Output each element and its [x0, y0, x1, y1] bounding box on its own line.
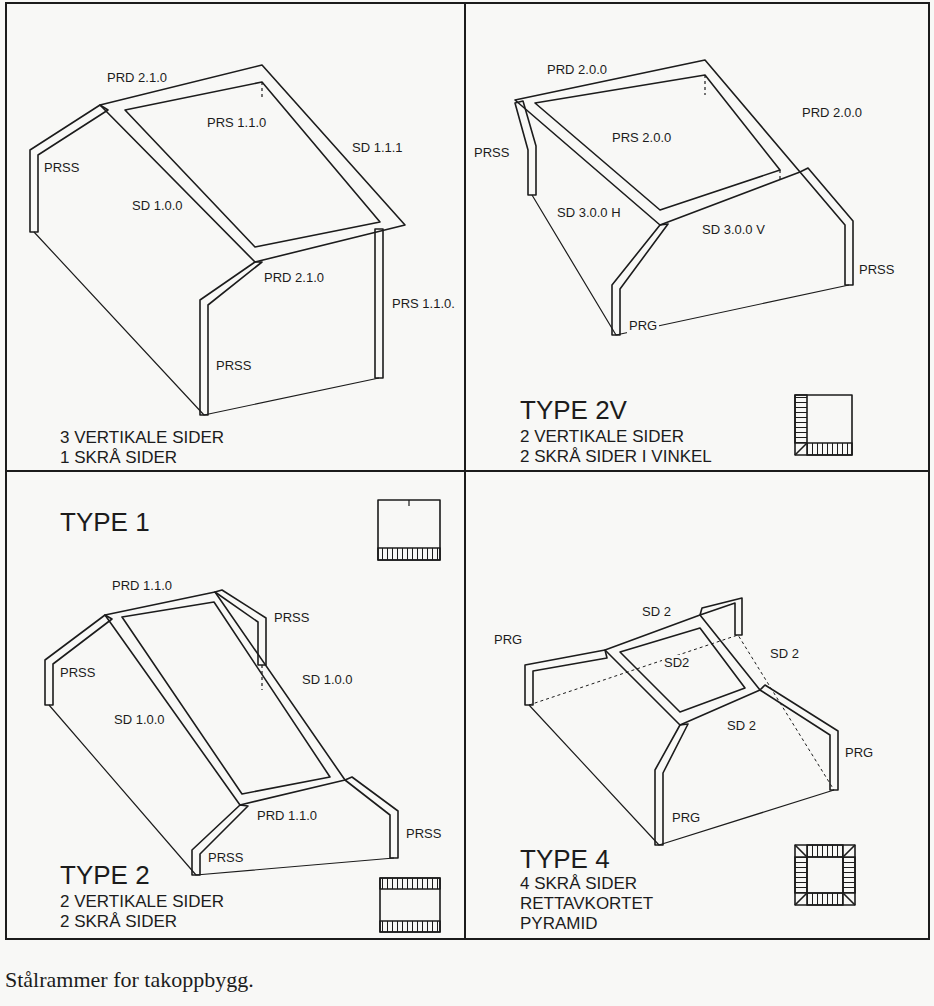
- type-description: 4 SKRÅ SIDER RETTAVKORTET PYRAMID: [520, 874, 653, 934]
- description-line: 2 SKRÅ SIDER: [60, 912, 224, 932]
- part-label: SD2: [662, 655, 691, 671]
- type2-frame: [45, 590, 398, 875]
- type1-frame: [30, 65, 405, 415]
- type-panel: TYPE 22 VERTIKALE SIDER 2 SKRÅ SIDER: [5, 470, 466, 940]
- description-line: 2 SKRÅ SIDER I VINKEL: [520, 447, 712, 467]
- part-label: SD 1.0.0: [112, 712, 167, 728]
- part-label: PRG: [843, 745, 875, 761]
- part-label: SD 2: [725, 718, 758, 734]
- type-panel: TYPE 2V2 VERTIKALE SIDER 2 SKRÅ SIDER I …: [464, 2, 930, 472]
- part-label: PRS 1.1.0: [205, 115, 268, 131]
- part-label: PRD 1.1.0: [110, 578, 174, 594]
- part-label: PRSS: [857, 262, 896, 278]
- part-label: PRSS: [272, 610, 311, 626]
- part-label: PRG: [627, 318, 659, 334]
- description-line: PYRAMID: [520, 914, 653, 934]
- type-panel: TYPE 44 SKRÅ SIDER RETTAVKORTET PYRAMID: [464, 470, 930, 940]
- type-description: 2 VERTIKALE SIDER 2 SKRÅ SIDER: [60, 892, 224, 932]
- description-line: 2 VERTIKALE SIDER: [60, 892, 224, 912]
- type4-frame: [525, 598, 838, 845]
- type-heading: TYPE 4: [520, 844, 610, 874]
- description-line: 2 VERTIKALE SIDER: [520, 427, 712, 447]
- description-line: RETTAVKORTET: [520, 894, 653, 914]
- part-label: PRSS: [472, 145, 511, 161]
- part-label: PRD 2.1.0: [105, 70, 169, 86]
- type-description: 2 VERTIKALE SIDER 2 SKRÅ SIDER I VINKEL: [520, 427, 712, 467]
- type-panel: TYPE 13 VERTIKALE SIDER 1 SKRÅ SIDER: [5, 2, 466, 472]
- part-label: SD 2: [768, 646, 801, 662]
- part-label: PRG: [670, 810, 702, 826]
- type-heading: TYPE 1: [60, 507, 150, 537]
- part-label: SD 3.0.0 V: [700, 222, 767, 238]
- part-label: PRSS: [404, 826, 443, 842]
- part-label: PRS 1.1.0.: [390, 296, 457, 312]
- type2v-frame: [515, 60, 853, 335]
- part-label: PRSS: [42, 160, 81, 176]
- description-line: 4 SKRÅ SIDER: [520, 874, 653, 894]
- plan-icon-type2: [380, 878, 440, 932]
- part-label: PRD 1.1.0: [255, 808, 319, 824]
- part-label: PRS 2.0.0: [610, 130, 673, 146]
- type-heading: TYPE 2V: [520, 395, 627, 425]
- part-label: PRD 2.0.0: [800, 105, 864, 121]
- part-label: SD 1.0.0: [300, 672, 355, 688]
- part-label: SD 1.0.0: [130, 198, 185, 214]
- part-label: PRG: [492, 632, 524, 648]
- part-label: PRSS: [206, 850, 245, 866]
- part-label: PRSS: [214, 358, 253, 374]
- part-label: SD 2: [640, 604, 673, 620]
- plan-icon-type2v: [795, 395, 852, 455]
- part-label: PRSS: [58, 665, 97, 681]
- plan-icon-type4: [795, 845, 855, 905]
- description-line: 1 SKRÅ SIDER: [60, 448, 224, 468]
- figure-caption: Stålrammer for takoppbygg.: [5, 966, 254, 994]
- part-label: PRD 2.1.0: [262, 270, 326, 286]
- part-label: PRD 2.0.0: [545, 62, 609, 78]
- plan-icon-type1: [378, 500, 440, 560]
- type-heading: TYPE 2: [60, 860, 150, 890]
- description-line: 3 VERTIKALE SIDER: [60, 428, 224, 448]
- type-description: 3 VERTIKALE SIDER 1 SKRÅ SIDER: [60, 428, 224, 468]
- part-label: SD 3.0.0 H: [555, 205, 623, 221]
- part-label: SD 1.1.1: [350, 140, 405, 156]
